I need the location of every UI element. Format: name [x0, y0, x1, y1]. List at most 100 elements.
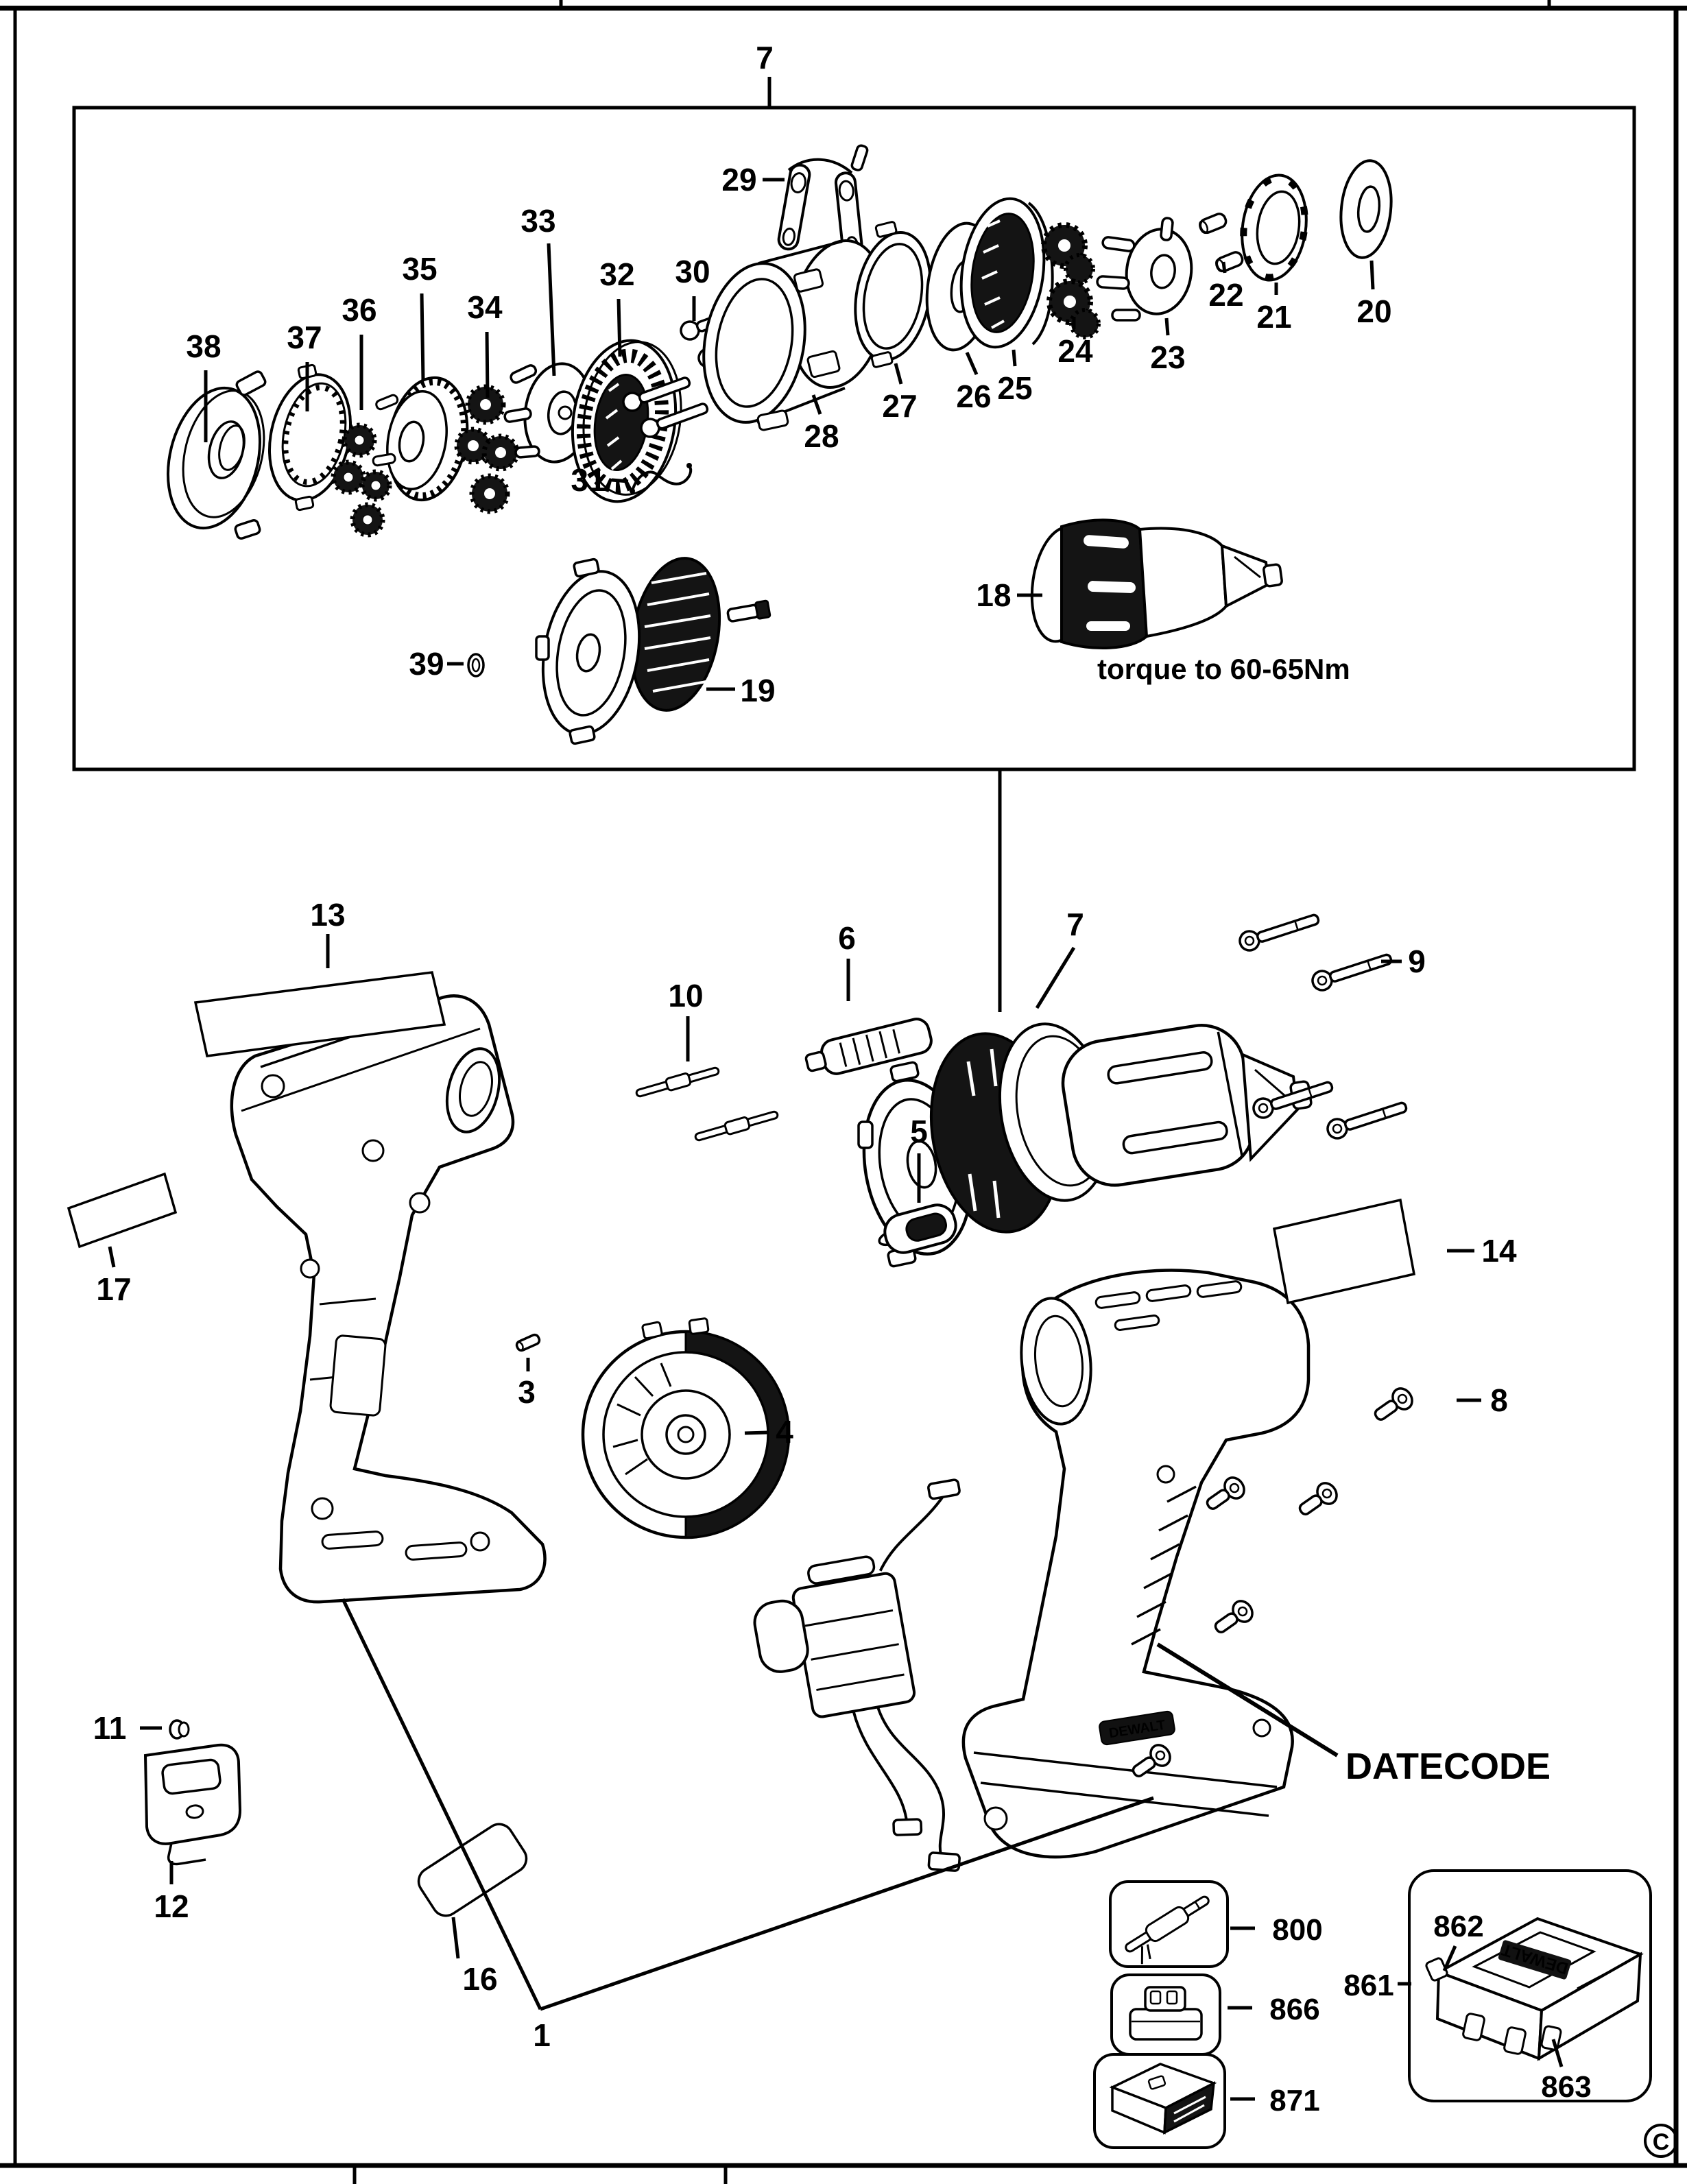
part-4-label: 4 — [744, 1414, 793, 1450]
part-22-drawing — [1199, 213, 1244, 273]
part-18-drawing — [1030, 518, 1283, 650]
part-25-number: 25 — [997, 370, 1032, 406]
accessory-box-871: 871 — [1093, 2053, 1320, 2149]
part-27-drawing — [854, 221, 932, 368]
part-22-number: 22 — [1208, 277, 1243, 313]
part-29-number: 29 — [721, 162, 756, 197]
part-19-number: 19 — [740, 673, 775, 708]
part-23-drawing — [1096, 217, 1193, 322]
part-30-number: 30 — [675, 254, 710, 289]
part-35-drawing — [372, 376, 469, 502]
part-20-label: 20 — [1356, 260, 1392, 329]
part-27-label: 27 — [882, 363, 918, 424]
part-23-label: 23 — [1150, 317, 1186, 375]
right-body-drawing: DEWALT — [961, 1269, 1311, 1859]
part-38-number: 38 — [186, 328, 221, 364]
left-housing-drawing — [230, 994, 547, 1604]
part-18-label: 18 — [976, 577, 1042, 613]
part-5-drawing — [878, 1203, 957, 1254]
part-32-label: 32 — [599, 256, 635, 357]
part-12-label: 12 — [154, 1861, 189, 1924]
part-16-label: 16 — [451, 1917, 498, 1997]
part-800-number: 800 — [1272, 1913, 1322, 1947]
part-6-label: 6 — [838, 920, 856, 1001]
charger-icon — [1109, 2063, 1217, 2135]
part-35-label: 35 — [402, 251, 438, 381]
part-863-number: 863 — [1541, 2070, 1591, 2104]
part-1-label: 1 — [341, 1598, 1154, 2053]
part-6-drawing — [804, 1018, 933, 1075]
part-32-number: 32 — [599, 256, 634, 292]
part-31-drawing — [630, 463, 693, 494]
part-39-drawing — [467, 653, 485, 677]
copyright-letter: C — [1653, 2129, 1670, 2155]
part-16-number: 16 — [462, 1961, 497, 1997]
part-7-number: 7 — [1066, 907, 1084, 942]
kitbox-icon: DEWALT — [1425, 1917, 1644, 2061]
part-8-number: 8 — [1490, 1382, 1508, 1418]
accessory-box-800: 800 — [1109, 1880, 1323, 1968]
part-11-number: 11 — [93, 1710, 127, 1746]
part-5-label: 5 — [910, 1114, 928, 1203]
part-37-drawing — [267, 363, 352, 512]
part-35-number: 35 — [402, 251, 437, 287]
part-31-number: 31 — [571, 462, 606, 498]
datecode-text: DATECODE — [1345, 1746, 1551, 1787]
accessory-box-866: 866 — [1110, 1973, 1320, 2056]
copyright-mark: C — [1644, 2124, 1678, 2158]
part-3-number: 3 — [518, 1374, 536, 1410]
part-33-label: 33 — [521, 203, 556, 376]
part-20-number: 20 — [1356, 293, 1391, 329]
switch-assembly-drawing — [753, 1478, 961, 1872]
part-17-label: 17 — [96, 1246, 132, 1307]
part-24-number: 24 — [1057, 333, 1093, 369]
part-34-label: 34 — [467, 289, 503, 398]
part-11-drawing — [169, 1719, 190, 1740]
part-26-number: 26 — [956, 379, 991, 414]
part-38-drawing — [166, 370, 267, 540]
part-36-label: 36 — [342, 292, 377, 410]
part-9-drawing — [1239, 913, 1408, 1140]
dewalt-tag: DEWALT — [1099, 1710, 1175, 1746]
part-11-label: 11 — [93, 1710, 162, 1746]
part-3-label: 3 — [518, 1358, 536, 1410]
part-32-drawing — [571, 339, 682, 503]
part-29-label: 29 — [721, 162, 785, 197]
part-6-number: 6 — [838, 920, 856, 956]
part-39-number: 39 — [409, 646, 444, 682]
label-sticker-14 — [1272, 1198, 1416, 1305]
part-20-drawing — [1339, 159, 1393, 259]
part-36-number: 36 — [342, 292, 376, 328]
part-9-number: 9 — [1408, 944, 1426, 979]
assembly-7-label: 7 — [756, 40, 774, 75]
part-12-number: 12 — [154, 1888, 189, 1924]
part-29-drawing — [777, 144, 869, 259]
battery-icon — [1129, 1986, 1203, 2041]
bit-holder-icon — [1125, 1895, 1210, 1965]
label-sticker-13 — [193, 971, 446, 1057]
part-25-label: 25 — [997, 349, 1033, 406]
part-33-number: 33 — [521, 203, 555, 239]
gearbox-assembly-box: 7 — [72, 40, 1636, 1012]
part-19-label: 19 — [706, 673, 776, 708]
part-14-label: 14 — [1447, 1233, 1517, 1269]
part-10-number: 10 — [668, 978, 703, 1013]
part-34-number: 34 — [467, 289, 503, 325]
accessory-box-861: DEWALT 861 862 863 — [1343, 1869, 1652, 2104]
part-18-number: 18 — [976, 577, 1011, 613]
part-24-drawing — [1041, 222, 1101, 339]
label-sticker-17 — [67, 1172, 178, 1249]
part-13-label: 13 — [310, 897, 346, 968]
part-37-label: 37 — [287, 320, 322, 411]
part-862-number: 862 — [1433, 1910, 1483, 1943]
part-37-number: 37 — [287, 320, 322, 355]
part-14-number: 14 — [1481, 1233, 1517, 1269]
part-28-label: 28 — [804, 394, 839, 454]
part-28-number: 28 — [804, 418, 839, 454]
part-861-number: 861 — [1343, 1969, 1393, 2002]
part-3-drawing — [515, 1333, 541, 1352]
part-21-number: 21 — [1256, 299, 1291, 335]
part-34-drawing — [454, 384, 520, 514]
